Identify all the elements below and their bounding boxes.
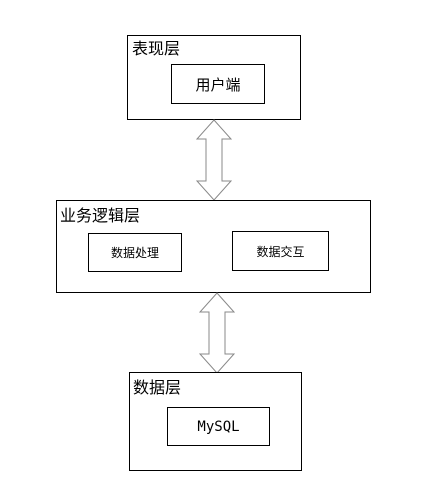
data-processing-component: 数据处理 (88, 233, 182, 272)
presentation-layer: 表现层 用户端 (127, 35, 301, 120)
arrow-presentation-business (196, 119, 232, 201)
data-processing-label: 数据处理 (110, 246, 159, 260)
business-logic-layer: 业务逻辑层 数据处理 数据交互 (56, 200, 371, 293)
arrow-business-data (199, 292, 235, 374)
data-layer: 数据层 MySQL (129, 372, 302, 471)
client-component: 用户端 (171, 64, 265, 104)
presentation-layer-title: 表现层 (132, 39, 181, 58)
mysql-component-label: MySQL (197, 418, 240, 435)
data-interaction-label: 数据交互 (256, 244, 305, 259)
data-layer-title: 数据层 (133, 378, 182, 397)
client-component-label: 用户端 (195, 75, 241, 94)
data-interaction-component: 数据交互 (232, 231, 329, 271)
business-logic-layer-title: 业务逻辑层 (60, 206, 141, 225)
mysql-component: MySQL (167, 407, 270, 446)
